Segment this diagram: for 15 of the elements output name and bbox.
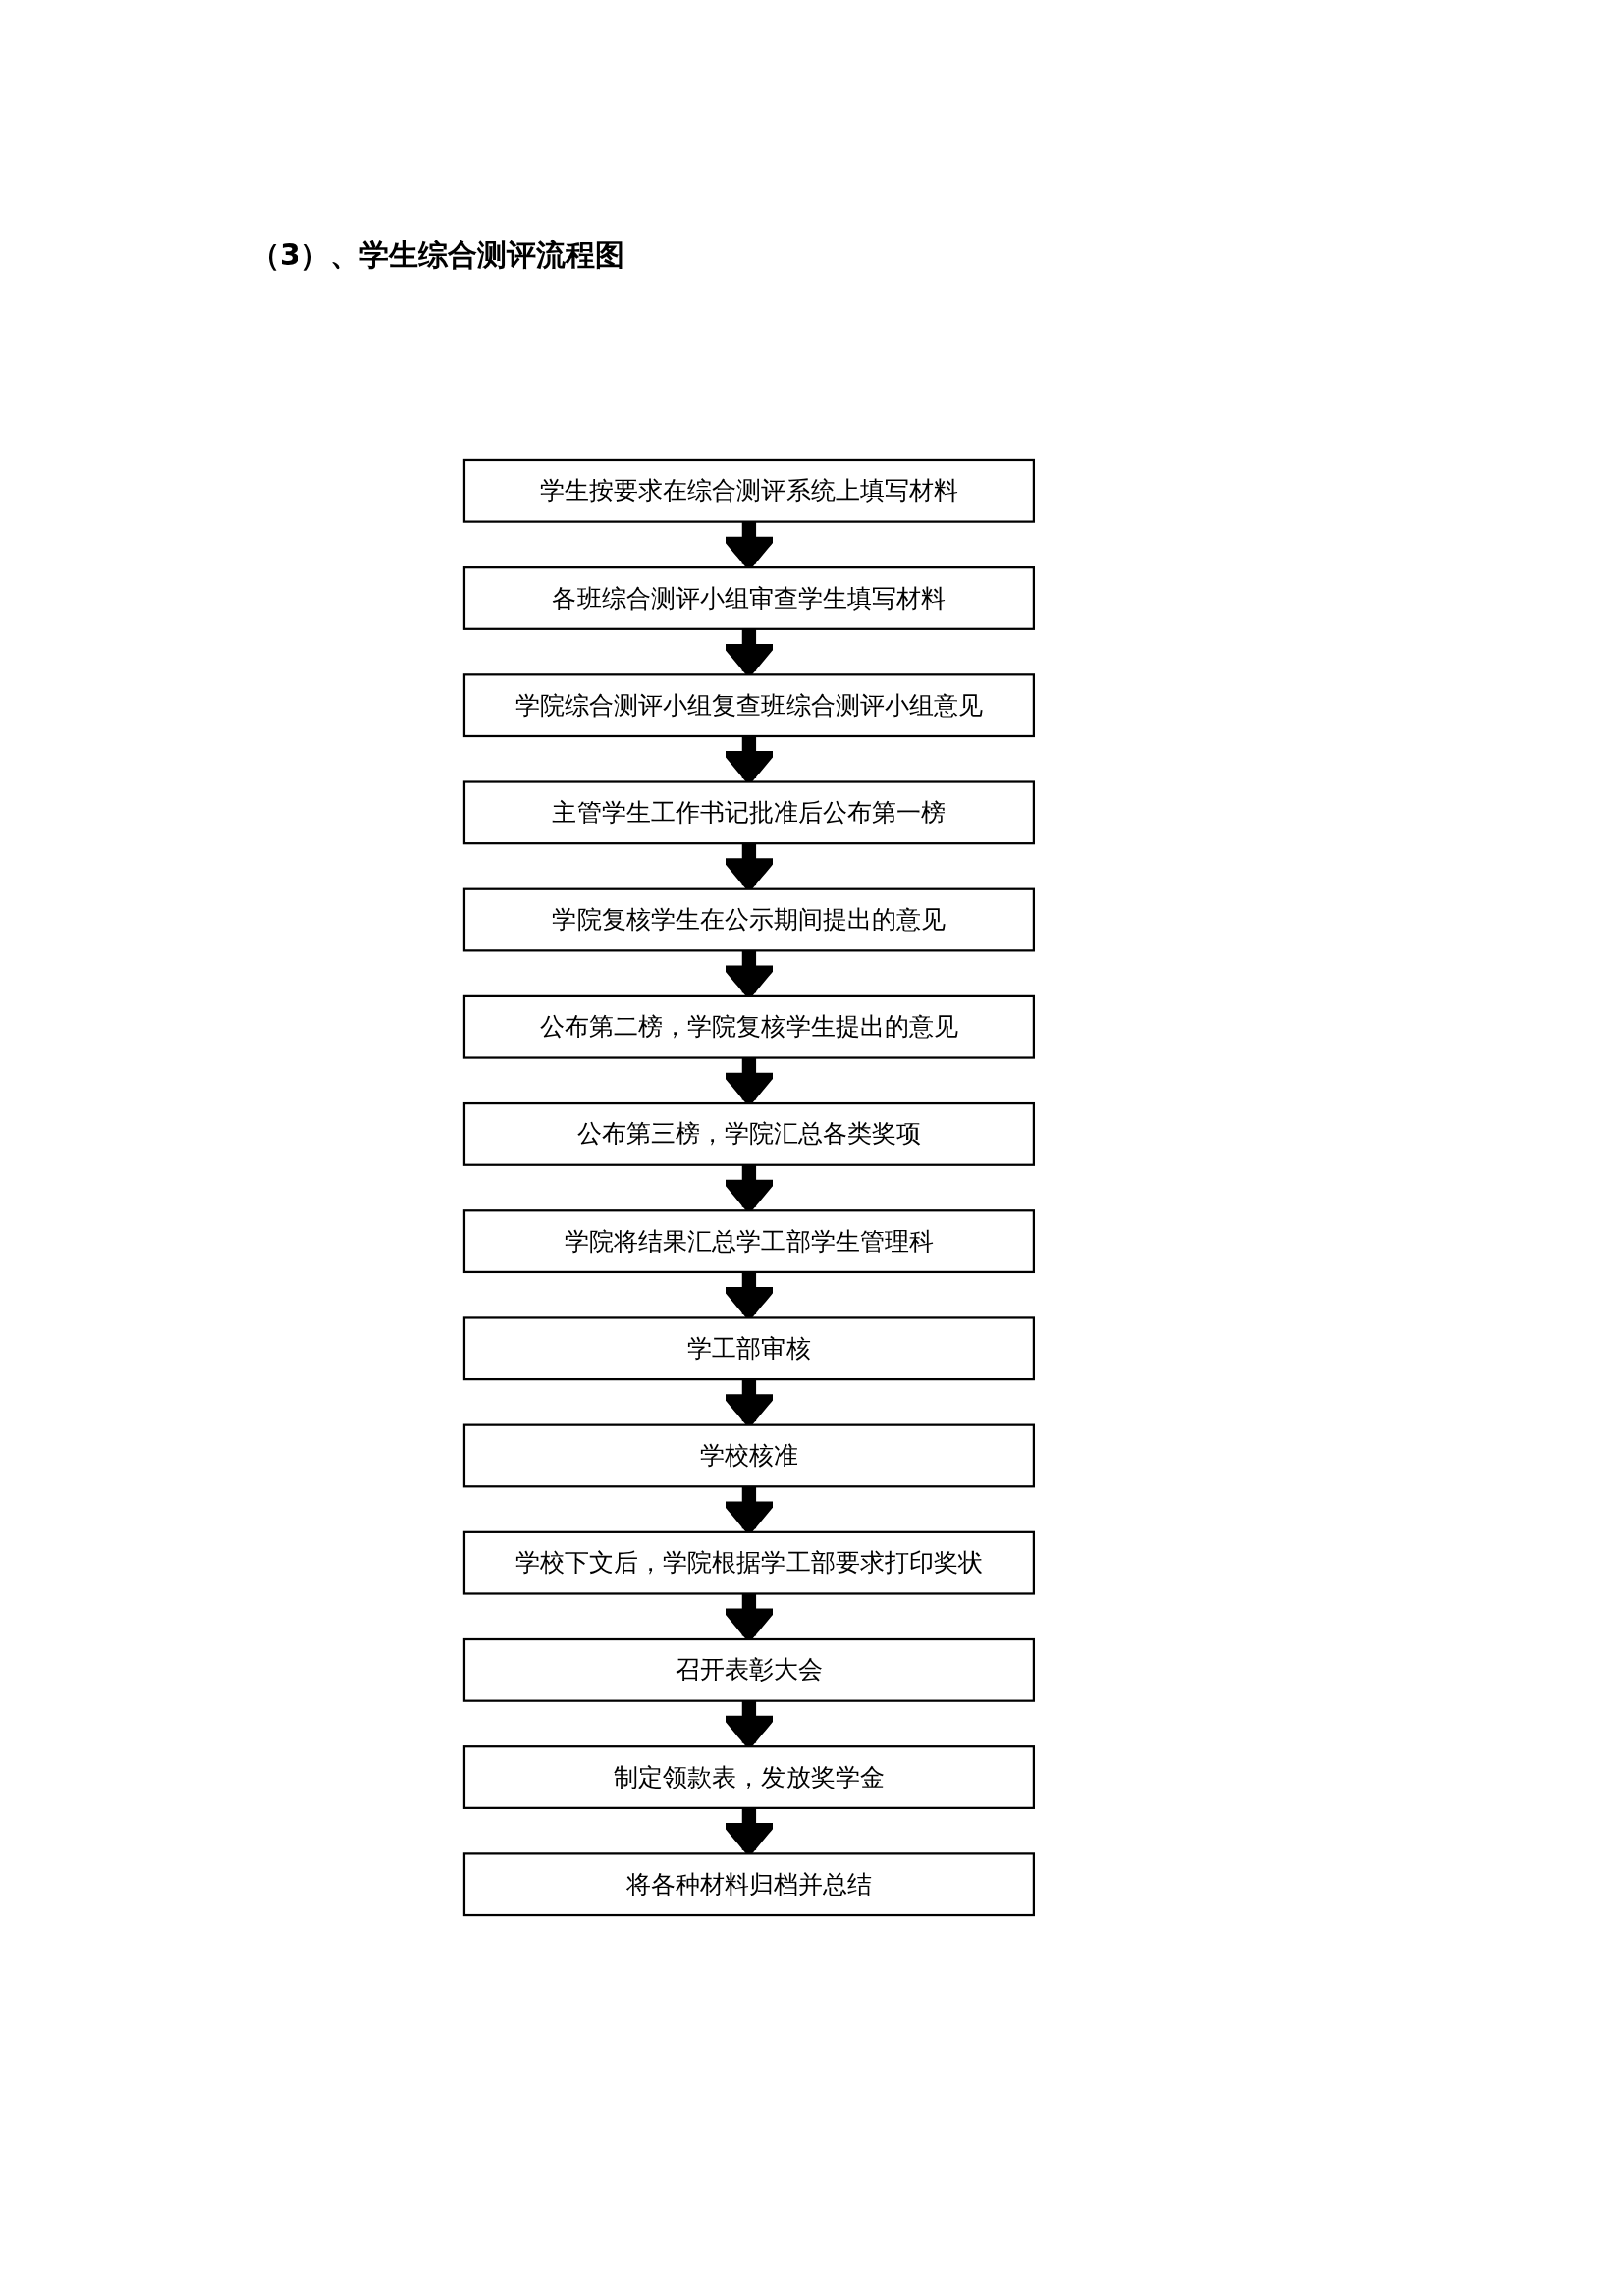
node-box: 各班综合测评小组审查学生填写材料 bbox=[462, 566, 1035, 630]
diagram-title: （3）、学生综合测评流程图 bbox=[250, 237, 624, 274]
node-box: 主管学生工作书记批准后公布第一榜 bbox=[462, 780, 1035, 845]
node-box: 制定领款表，发放奖学金 bbox=[462, 1745, 1035, 1809]
node-box: 学生按要求在综合测评系统上填写材料 bbox=[462, 458, 1035, 523]
node-box: 公布第二榜，学院复核学生提出的意见 bbox=[462, 994, 1035, 1059]
node-box: 学工部审核 bbox=[462, 1316, 1035, 1381]
node-box: 召开表彰大会 bbox=[462, 1637, 1035, 1702]
node-box: 学校下文后，学院根据学工部要求打印奖状 bbox=[462, 1530, 1035, 1595]
node-box: 公布第三榜，学院汇总各类奖项 bbox=[462, 1101, 1035, 1166]
node-box: 学院复核学生在公示期间提出的意见 bbox=[462, 887, 1035, 952]
node-box: 将各种材料归档并总结 bbox=[462, 1852, 1035, 1917]
node-box: 学校核准 bbox=[462, 1423, 1035, 1488]
node-box: 学院综合测评小组复查班综合测评小组意见 bbox=[462, 673, 1035, 738]
node-box: 学院将结果汇总学工部学生管理科 bbox=[462, 1209, 1035, 1274]
